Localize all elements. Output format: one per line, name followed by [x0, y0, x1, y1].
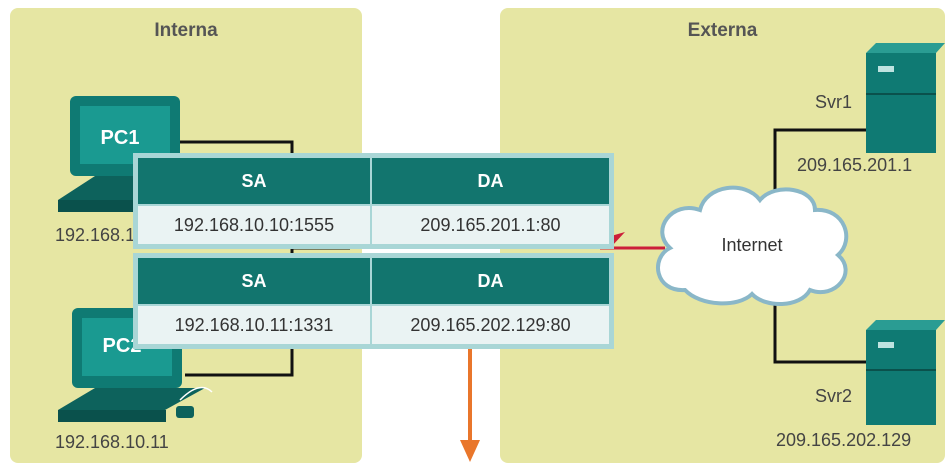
- svr1-address: 209.165.201.1: [797, 155, 913, 175]
- svr2-server-icon: [866, 320, 945, 425]
- pc2-label: PC2: [103, 335, 142, 357]
- svr2-address: 209.165.202.129: [776, 430, 912, 450]
- nat-table-1-sa-value: 192.168.10.10:1555: [136, 204, 372, 246]
- pc2-address: 192.168.10.11: [55, 432, 169, 452]
- nat-table-1-da-value: 209.165.201.1:80: [370, 204, 611, 246]
- outside-zone-title: Externa: [687, 20, 758, 41]
- internet-label: Internet: [721, 235, 782, 255]
- pc1-label: PC1: [101, 127, 140, 149]
- svr1-link: [773, 128, 868, 190]
- nat-table-2: SA DA 192.168.10.11:1331 209.165.202.129…: [136, 256, 611, 346]
- svr2-link: [773, 295, 868, 364]
- nat-table-1-sa-header: SA: [136, 156, 372, 206]
- internet-cloud-icon: Internet: [656, 185, 849, 307]
- nat-table-1-da-header: DA: [370, 156, 611, 206]
- nat-table-1: SA DA 192.168.10.10:1555 209.165.201.1:8…: [136, 156, 611, 246]
- outbound-arrow: [460, 340, 480, 462]
- pc1-address: 192.168.10.10: [55, 225, 135, 245]
- nat-table-2-sa-value: 192.168.10.11:1331: [136, 304, 372, 346]
- svr2-name: Svr2: [815, 386, 853, 406]
- svr1-server-icon: [866, 43, 945, 153]
- nat-table-2-da-value: 209.165.202.129:80: [370, 304, 611, 346]
- svr1-name: Svr1: [815, 92, 853, 112]
- inside-zone-title: Interna: [154, 20, 218, 41]
- nat-table-2-da-header: DA: [370, 256, 611, 306]
- nat-table-2-sa-header: SA: [136, 256, 372, 306]
